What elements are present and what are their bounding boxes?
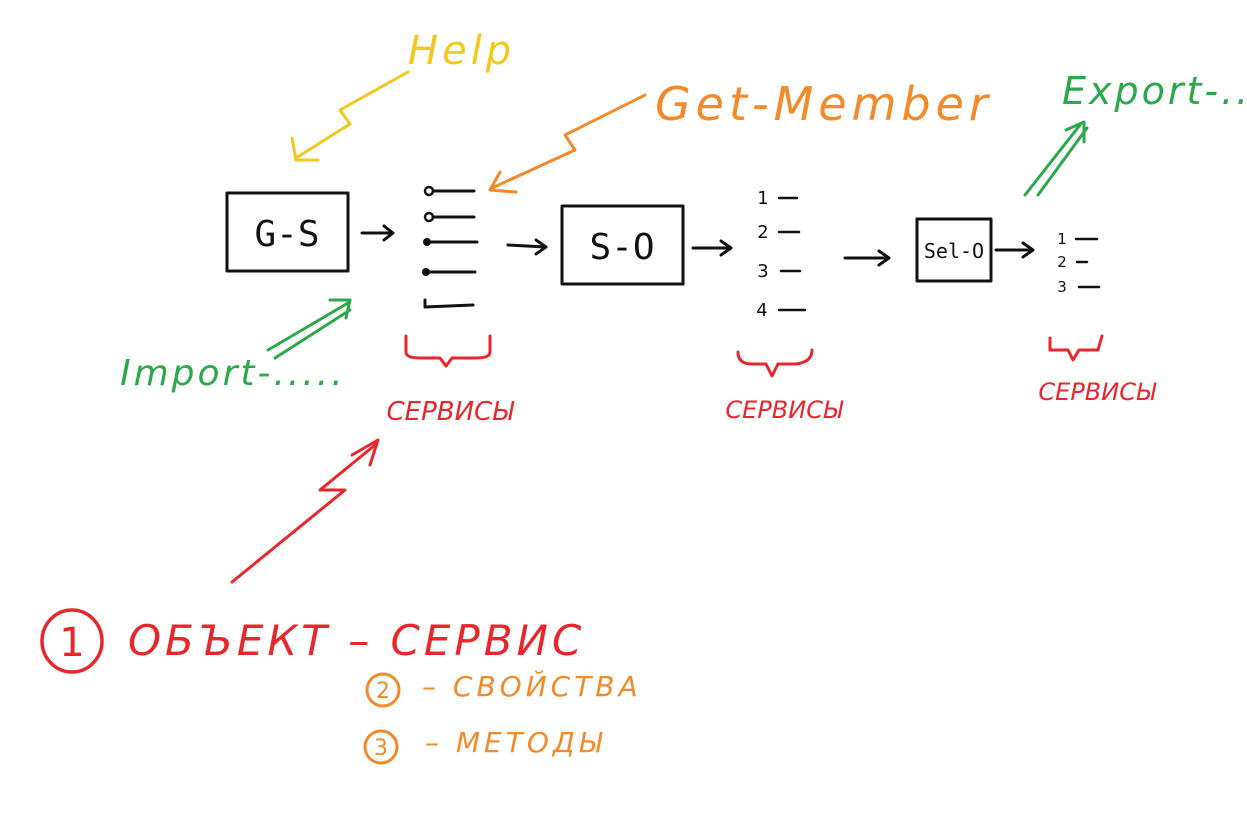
legend-circle-2 [365, 672, 401, 708]
arrow-list-to-selo [843, 249, 891, 267]
import-annotation: Import-..... [120, 353, 346, 394]
services-label: СЕРВИСЫ [387, 397, 516, 427]
box-gs-label: G-S [254, 214, 319, 255]
export-arrow [1023, 120, 1089, 197]
legend-properties: – СВОЙСТВА [422, 669, 642, 703]
member-line [422, 268, 477, 276]
services-label: СЕРВИСЫ [1038, 378, 1157, 406]
legend-object-service: ОБЪЕКТ – СЕРВИС [128, 616, 585, 665]
box-so [560, 204, 685, 286]
box-so-label: S-O [589, 227, 654, 268]
arrow-gs-to-members [360, 224, 395, 242]
arrow-selo-to-list [994, 241, 1035, 259]
arrow-so-to-list [691, 239, 733, 257]
member-line [423, 238, 479, 246]
so-item-number: 4 [756, 300, 767, 321]
legend-methods: – МЕТОДЫ [425, 726, 606, 759]
member-line [423, 298, 475, 309]
services-label: СЕРВИСЫ [725, 396, 844, 424]
get-member-annotation: Get-Member [655, 77, 993, 131]
lightning-arrow-head [350, 438, 380, 467]
legend: 1 ОБЪЕКТ – СЕРВИС 2 – СВОЙСТВА 3 – МЕТОД… [40, 608, 642, 765]
member-line [423, 211, 476, 223]
import-arrow [266, 298, 352, 360]
legend-number-3: 3 [374, 736, 388, 761]
box-selo-label: Sel-O [924, 239, 984, 263]
so-item-number: 2 [757, 222, 768, 243]
legend-circle-3 [363, 729, 399, 765]
services-brace [736, 348, 814, 378]
lightning-arrow [230, 443, 377, 584]
box-selo [915, 217, 993, 283]
legend-circle-1 [40, 608, 104, 674]
help-arrow-head [290, 136, 320, 162]
get-member-arrow-head [488, 170, 518, 194]
selo-item-number: 1 [1057, 230, 1067, 248]
selo-item-number: 2 [1057, 253, 1067, 271]
so-item-number: 1 [757, 188, 768, 209]
arrow-members-to-so [506, 238, 548, 256]
so-items-list: 1 2 3 4 [756, 188, 807, 321]
legend-number-1: 1 [59, 620, 84, 666]
selo-item-number: 3 [1057, 278, 1067, 296]
gs-members-list [422, 185, 479, 309]
box-gs [225, 191, 350, 273]
services-brace [404, 334, 492, 368]
export-annotation: Export-.... [1062, 69, 1247, 113]
services-brace [1048, 334, 1104, 362]
help-arrow [294, 70, 410, 160]
so-item-number: 3 [757, 261, 768, 282]
help-annotation: Help [408, 28, 515, 74]
member-line [423, 185, 476, 197]
selo-items-list: 1 2 3 [1057, 230, 1101, 296]
legend-number-2: 2 [376, 679, 390, 704]
get-member-arrow [490, 93, 647, 190]
